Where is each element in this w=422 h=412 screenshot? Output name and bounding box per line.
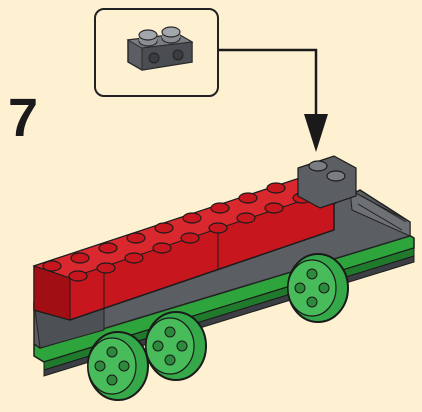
gray-1x2-brick-icon <box>126 26 194 71</box>
placed-gray-brick <box>297 155 357 209</box>
parts-callout <box>94 8 219 97</box>
step-number: 7 <box>8 88 39 148</box>
front-left-wheel <box>87 331 149 401</box>
rear-wheel <box>287 253 349 323</box>
placement-arrow <box>219 48 328 152</box>
front-right-wheel <box>145 311 207 381</box>
